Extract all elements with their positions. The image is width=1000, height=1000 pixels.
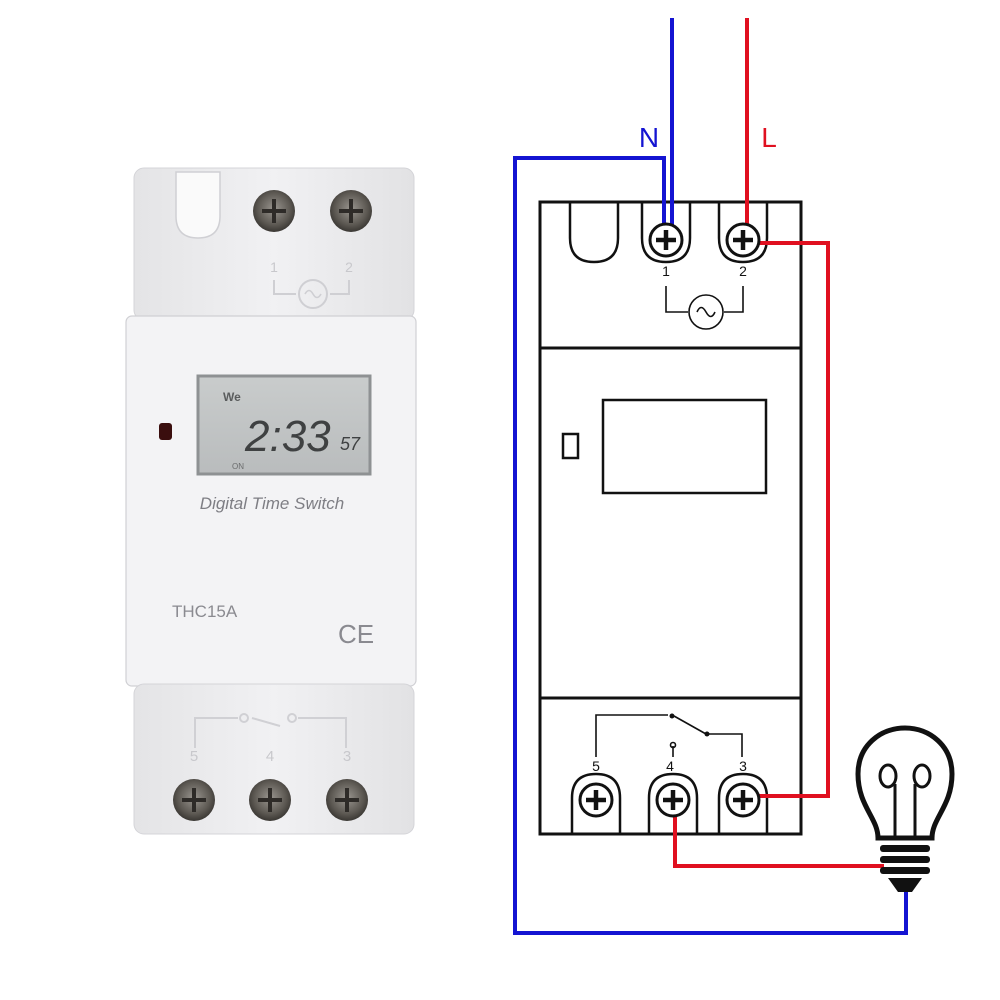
device-bottom-terminal-3-label: 3 [343,748,351,765]
device-top-screw-2 [330,190,372,232]
lcd-seconds: 57 [340,434,361,454]
neutral-wire-to-lamp [513,156,908,935]
diagram-terminal-3-housing [717,772,769,834]
device-top-terminal-1-label: 1 [270,259,278,275]
diagram-ac-source-icon [688,294,724,330]
device-ac-circle [298,279,328,309]
diagram-ac-source-wiring [665,286,744,313]
neutral-label: N [639,122,659,153]
lcd-day: We [223,390,241,404]
device-bottom-terminal-5-label: 5 [190,748,198,765]
diagram-terminal-5-screw [578,782,614,818]
diagram-terminal-4-label: 4 [666,758,674,774]
diagram-terminal-5-housing [570,772,622,834]
device-bottom-terminal-4-label: 4 [266,748,274,765]
wiring-diagram: 1 2 5 4 3 N [513,18,955,935]
diagram-terminal-2-housing [717,202,769,264]
ce-mark: CE [338,619,374,649]
diagram-terminal-4-screw [655,782,691,818]
device-top-terminal-2-label: 2 [345,259,353,275]
diagram-terminal-1-screw [648,222,684,258]
device-relay-symbol [194,717,347,748]
lcd-screen [196,374,372,476]
device-bottom-screw-3 [326,779,368,821]
diagram-device-body [538,200,803,836]
device-top-screw-1 [253,190,295,232]
live-wire-jumper [747,241,830,798]
diagram-display [601,398,768,495]
device-top-slot [175,171,221,239]
light-bulb-icon [855,725,955,892]
diagram-relay-switch [595,714,743,757]
switched-live-to-lamp [673,806,884,868]
model-number: THC15A [172,602,238,621]
diagram-led [561,432,580,460]
diagram-top-slot [568,202,620,264]
diagram-terminal-1-label: 1 [662,263,670,279]
diagram-terminal-4-housing [647,772,699,834]
time-switch-device: 1 2 We 2:33 57 ON Digital Time Switch TH… [125,167,417,835]
diagram-terminal-3-screw [725,782,761,818]
device-bottom-screw-4 [249,779,291,821]
diagram-terminal-1-housing [640,202,692,264]
diagram-terminal-2-screw [725,222,761,258]
diagram-terminal-5-label: 5 [592,758,600,774]
live-label: L [761,122,777,153]
device-bottom-screw-5 [173,779,215,821]
lcd-on-indicator: ON [232,462,244,471]
diagram-terminal-3-label: 3 [739,758,747,774]
lcd-time: 2:33 [244,412,331,461]
status-led [159,423,172,440]
device-ac-symbol [273,280,350,295]
diagram-terminal-2-label: 2 [739,263,747,279]
device-label: Digital Time Switch [200,494,344,513]
